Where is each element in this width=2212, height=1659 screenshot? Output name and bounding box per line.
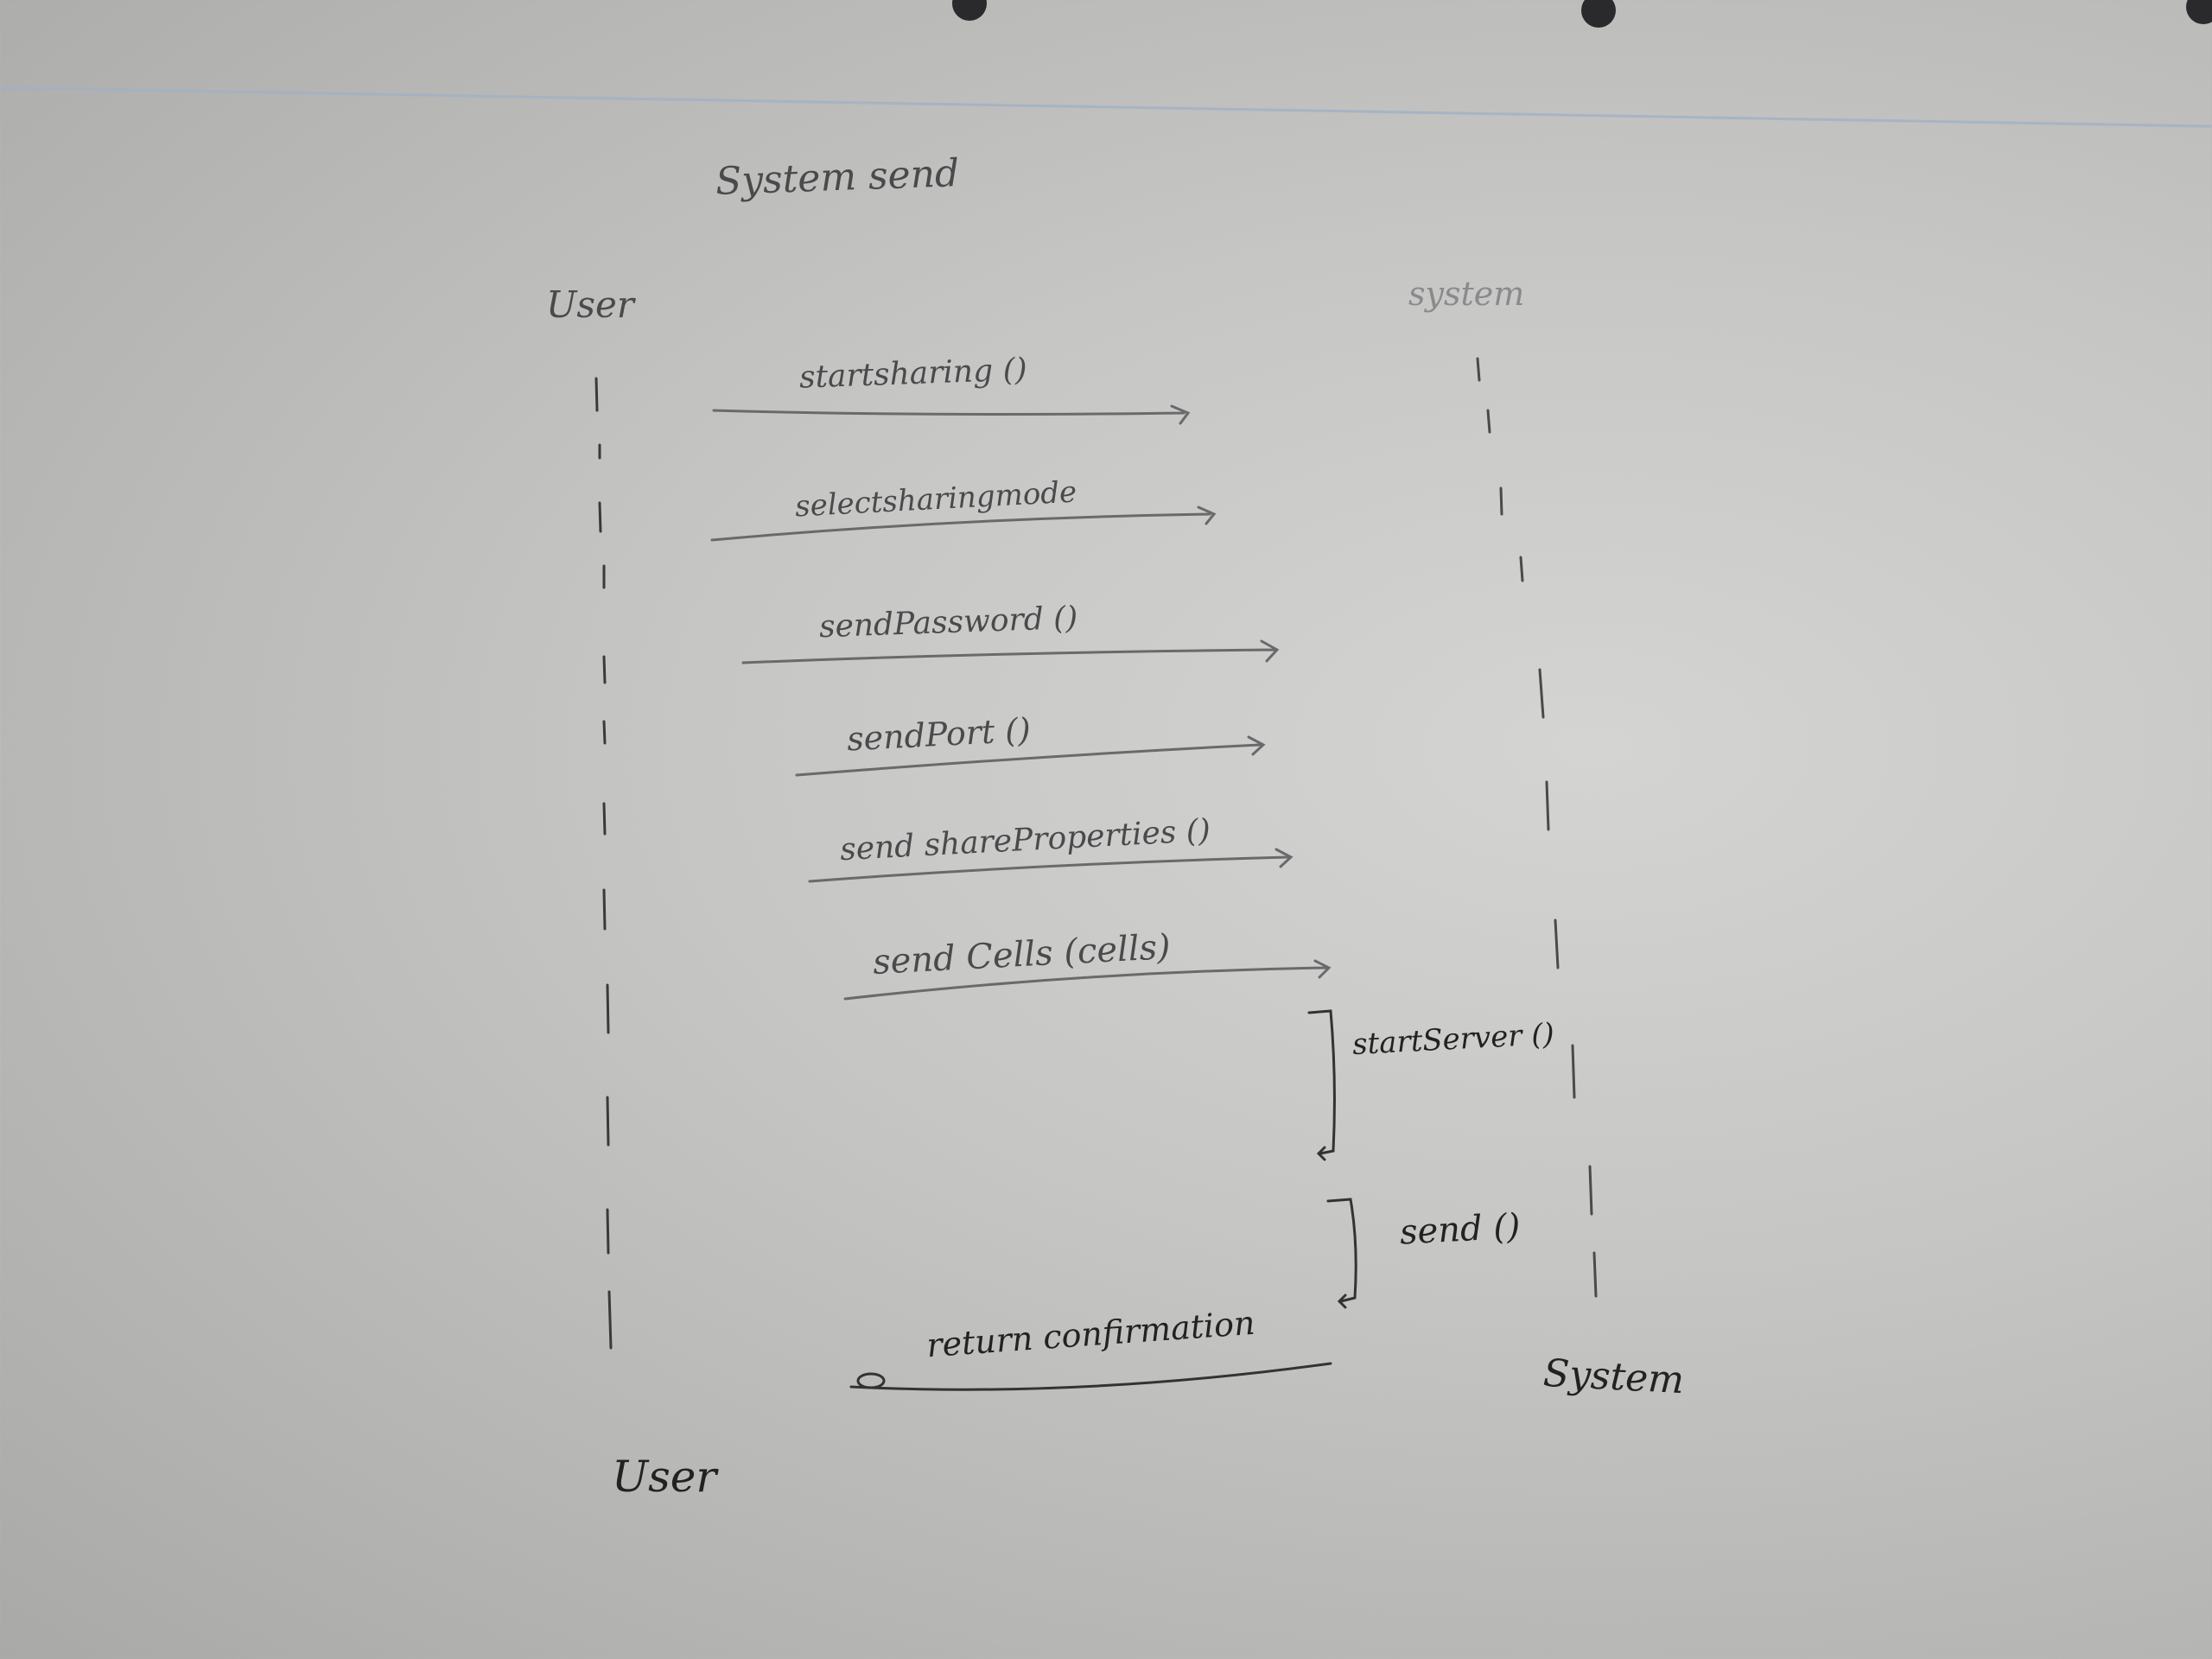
self-call-label-2: send () xyxy=(1398,1206,1522,1253)
participant-system-top: system xyxy=(1408,275,1525,313)
user-lifeline xyxy=(594,377,613,1350)
arrow-sendshareproperties xyxy=(808,848,1294,883)
arrow-sendport xyxy=(795,735,1266,777)
arrow-sendpassword xyxy=(741,639,1280,664)
return-arrow xyxy=(849,1362,1332,1391)
system-lifeline xyxy=(1476,357,1598,1298)
arrow-selectsharingmode xyxy=(710,505,1217,542)
diagram-title: System send xyxy=(715,151,960,204)
participant-user-bottom: User xyxy=(612,1452,717,1502)
self-call-brackets xyxy=(1307,1009,1357,1309)
bracket-startserver xyxy=(1307,1009,1336,1161)
bracket-send xyxy=(1326,1198,1357,1309)
arrow-sendcells xyxy=(843,959,1332,1001)
participant-system-bottom: System xyxy=(1541,1351,1686,1403)
arrow-startsharing xyxy=(712,404,1191,425)
participant-user-top: User xyxy=(546,283,634,326)
binder-hole-right xyxy=(1581,0,1616,28)
message-arrows xyxy=(710,404,1332,1001)
